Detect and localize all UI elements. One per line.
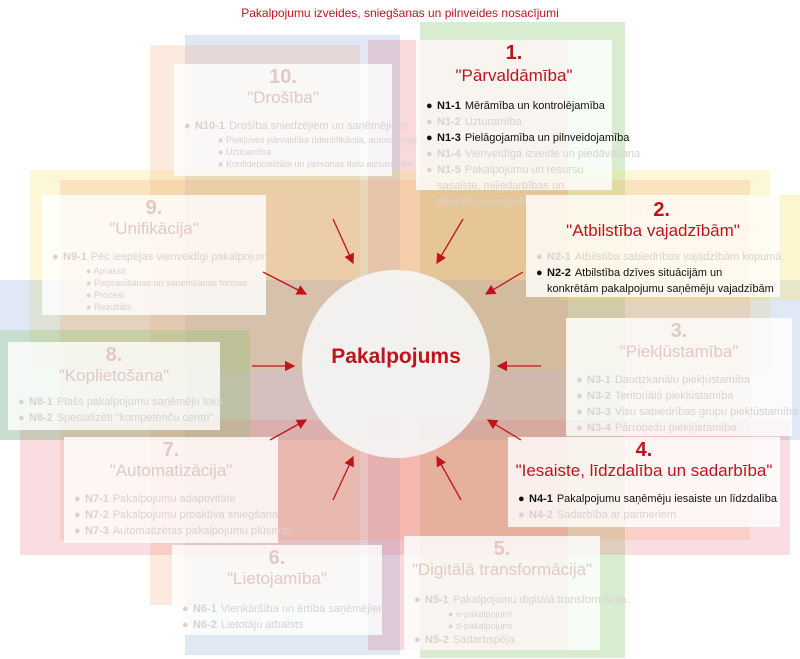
group-2-number: 2. xyxy=(653,199,670,221)
arrow xyxy=(484,271,524,295)
center-label: Pakalpojums xyxy=(331,345,461,368)
group-5-number: 5. xyxy=(493,538,511,560)
sub-item: ● Uzticamība xyxy=(218,147,271,157)
sub-item: ● Apraksti xyxy=(86,266,126,276)
arrow xyxy=(436,455,462,501)
arrow xyxy=(486,419,522,441)
sub-item: ● e-pakalpojumi xyxy=(448,609,512,619)
group-8-title: "Koplietošana" xyxy=(58,366,170,385)
group-3-title: "Piekļūstamība" xyxy=(619,342,739,361)
group-3-number: 3. xyxy=(670,320,688,342)
group-1-number: 1. xyxy=(505,42,523,64)
sub-item: ● Rezultāts xyxy=(86,302,132,312)
group-9-number: 9. xyxy=(145,197,163,219)
group-5-title: "Digitālā transformācija" xyxy=(411,560,593,579)
sub-item: ● Pieprasīšanas un saņemšanas formas xyxy=(86,278,248,288)
arrow xyxy=(332,455,354,501)
group-7-number: 7. xyxy=(162,439,180,461)
sub-item: ● d-pakalpojumi xyxy=(448,621,512,631)
arrow xyxy=(332,218,354,265)
group-10-title: "Drošība" xyxy=(247,88,319,107)
arrow xyxy=(436,218,464,265)
group-6-number: 6. xyxy=(268,547,286,569)
group-7-title: "Automatizācija" xyxy=(109,461,233,480)
arrow xyxy=(262,271,308,295)
sub-item: ● Procesi xyxy=(86,290,124,300)
arrow xyxy=(269,419,308,441)
group-1-title: "Pārvaldāmība" xyxy=(455,66,573,85)
sub-item: ● Konfidencialitāte un personas datu aiz… xyxy=(218,159,413,169)
group-9-title: "Unifikācija" xyxy=(109,219,199,238)
group-6-title: "Lietojamība" xyxy=(227,569,327,588)
group-8-number: 8. xyxy=(105,344,123,366)
group-4-number: 4. xyxy=(635,439,653,461)
diagram-title: Pakalpojumu izveides, sniegšanas un piln… xyxy=(241,6,559,20)
center-circle xyxy=(302,270,490,458)
group-10-number: 10. xyxy=(269,66,297,88)
group-4-title: "Iesaiste, līdzdalība un sadarbība" xyxy=(515,461,773,480)
group-2-title: "Atbilstība vajadzībām" xyxy=(566,221,740,240)
group-4-card: 4. "Iesaiste, līdzdalība un sadarbība" ●… xyxy=(508,437,780,527)
sub-item: ● Piekļuves pārvaldība (identifikācija, … xyxy=(218,135,418,145)
